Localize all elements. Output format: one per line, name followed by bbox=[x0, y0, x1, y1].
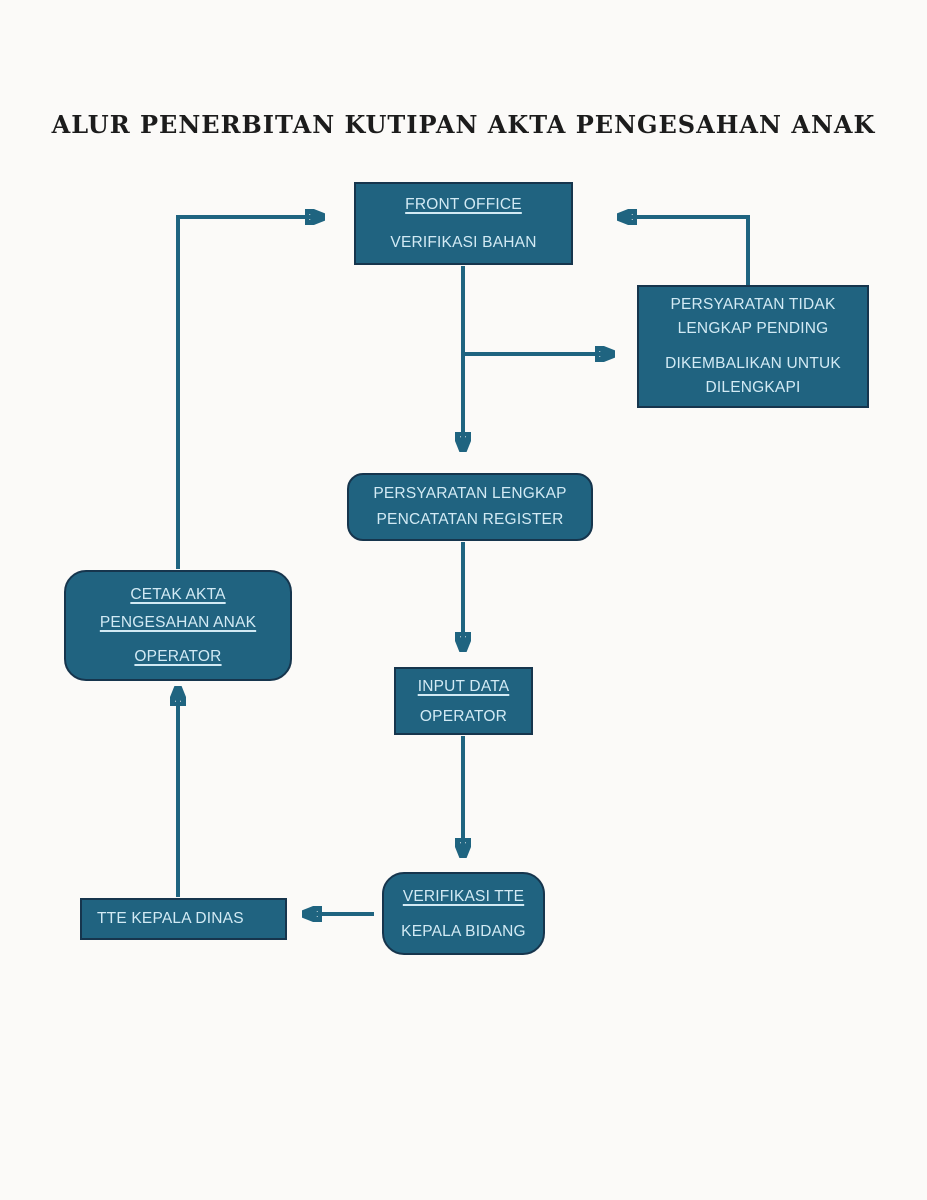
persyaratan-tidak-line1: PERSYARATAN TIDAK bbox=[670, 296, 836, 313]
arrow-cetak-akta-to-front-office bbox=[176, 217, 323, 569]
arrow-persyaratan-tidak-to-front-office bbox=[619, 217, 750, 285]
page-title: ALUR PENERBITAN KUTIPAN AKTA PENGESAHAN … bbox=[51, 110, 876, 139]
node-tte-kepala-dinas: TTE KEPALA DINAS bbox=[80, 898, 287, 940]
node-input-data: INPUT DATA OPERATOR bbox=[394, 667, 533, 735]
verifikasi-tte-title: VERIFIKASI TTE bbox=[402, 887, 525, 905]
cetak-akta-line1: CETAK AKTA bbox=[130, 585, 226, 603]
node-cetak-akta: CETAK AKTA PENGESAHAN ANAK OPERATOR bbox=[64, 570, 292, 681]
front-office-subtitle: VERIFIKASI BAHAN bbox=[390, 234, 537, 251]
node-front-office: FRONT OFFICE VERIFIKASI BAHAN bbox=[354, 182, 573, 265]
persyaratan-lengkap-line1: PERSYARATAN LENGKAP bbox=[373, 485, 567, 502]
persyaratan-tidak-line3: DIKEMBALIKAN UNTUK bbox=[665, 355, 841, 372]
cetak-akta-line2: PENGESAHAN ANAK bbox=[99, 613, 257, 631]
verifikasi-tte-subtitle: KEPALA BIDANG bbox=[401, 922, 526, 940]
node-persyaratan-tidak-lengkap: PERSYARATAN TIDAK LENGKAP PENDING DIKEMB… bbox=[637, 285, 869, 408]
tte-kepala-dinas-label: TTE KEPALA DINAS bbox=[97, 910, 244, 927]
persyaratan-tidak-line2: LENGKAP PENDING bbox=[677, 320, 829, 337]
node-verifikasi-tte: VERIFIKASI TTE KEPALA BIDANG bbox=[382, 872, 545, 955]
persyaratan-lengkap-line2: PENCATATAN REGISTER bbox=[376, 511, 564, 528]
node-persyaratan-lengkap: PERSYARATAN LENGKAP PENCATATAN REGISTER bbox=[347, 473, 593, 541]
cetak-akta-line3: OPERATOR bbox=[134, 647, 222, 665]
input-data-subtitle: OPERATOR bbox=[419, 707, 508, 725]
front-office-title: FRONT OFFICE bbox=[405, 196, 522, 213]
input-data-title: INPUT DATA bbox=[417, 677, 510, 695]
persyaratan-tidak-line4: DILENGKAPI bbox=[705, 379, 801, 396]
